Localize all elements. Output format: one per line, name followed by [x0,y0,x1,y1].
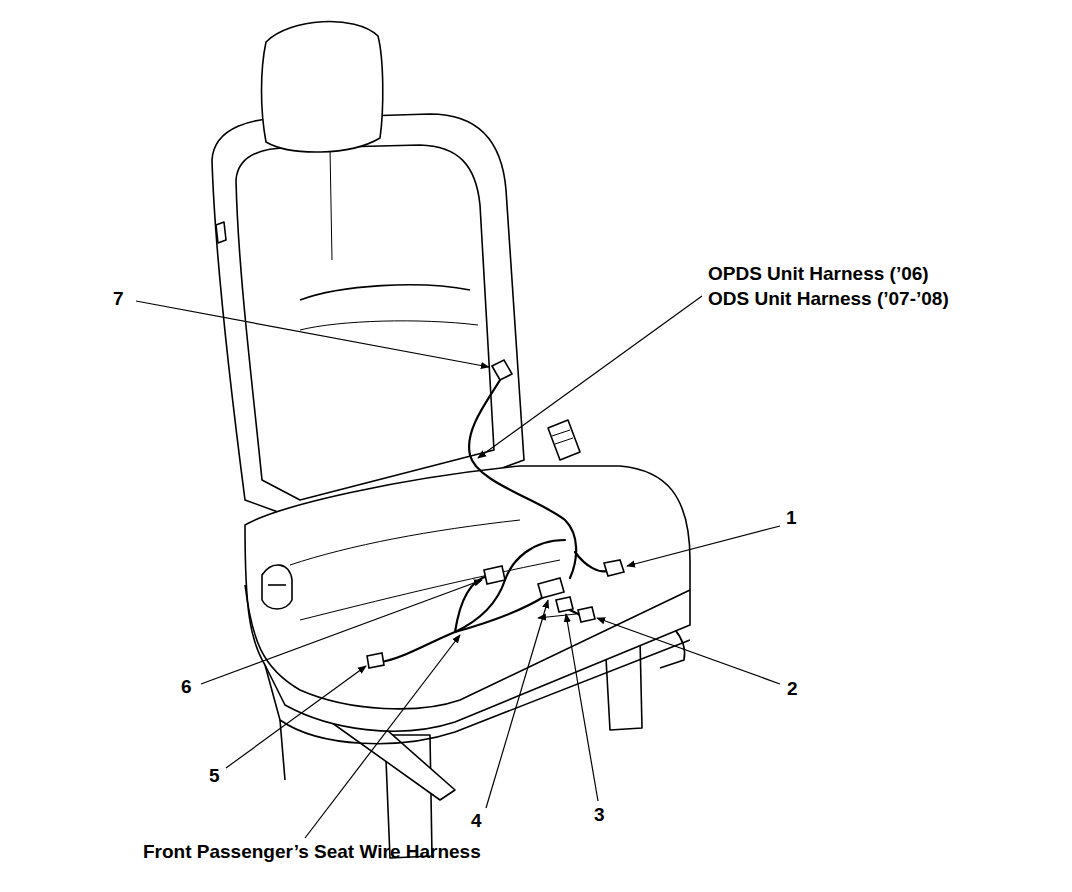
connector [538,578,564,598]
seat-drawing [552,430,573,444]
seat-drawing [245,466,690,731]
wire-harness [455,596,545,632]
part-name: OPDS Unit Harness (’06) [708,264,929,285]
part-name: ODS Unit Harness (’07-’08) [708,289,949,310]
callout-number: 5 [209,766,220,787]
seat-drawing [300,148,478,330]
leader-line [538,614,576,618]
callout-number: 1 [786,508,797,529]
connector [604,560,624,576]
connector [578,607,595,622]
connector [484,566,505,584]
callout-number: 2 [787,679,798,700]
callout-number: 6 [181,677,192,698]
leader-line [478,296,702,458]
seat-drawing [245,585,690,709]
wire-harness [469,380,576,578]
leader-line [597,618,780,684]
seat-drawing [290,520,560,620]
leader-line [566,614,598,801]
connector [556,597,573,612]
leader-line [627,526,780,566]
wire-harness [380,380,610,662]
leader-line [305,635,460,838]
seat-drawing [236,145,494,500]
seat-drawing [265,640,690,744]
leader-line [201,580,482,684]
leader-line [486,600,548,808]
seat-drawing [262,22,383,152]
connector [367,653,384,668]
leader-line [136,296,780,838]
seat-drawing [548,420,580,460]
seat-drawing [268,584,286,586]
leader-line [226,666,366,768]
seat-drawing [216,222,226,243]
wire-harness [575,552,610,571]
callout-number: 4 [471,811,482,832]
callout-number: 7 [113,289,124,310]
leader-line [136,301,489,367]
seat-drawing [262,565,292,609]
seat-drawing [280,720,285,780]
connector [492,360,512,380]
seat-drawing [300,285,470,300]
part-name: Front Passenger’s Seat Wire Harness [143,842,481,863]
callout-number: 3 [594,805,605,826]
connector [367,360,624,668]
seat-drawing [212,114,524,520]
wire-harness [380,540,565,662]
seat-drawing [212,22,690,858]
